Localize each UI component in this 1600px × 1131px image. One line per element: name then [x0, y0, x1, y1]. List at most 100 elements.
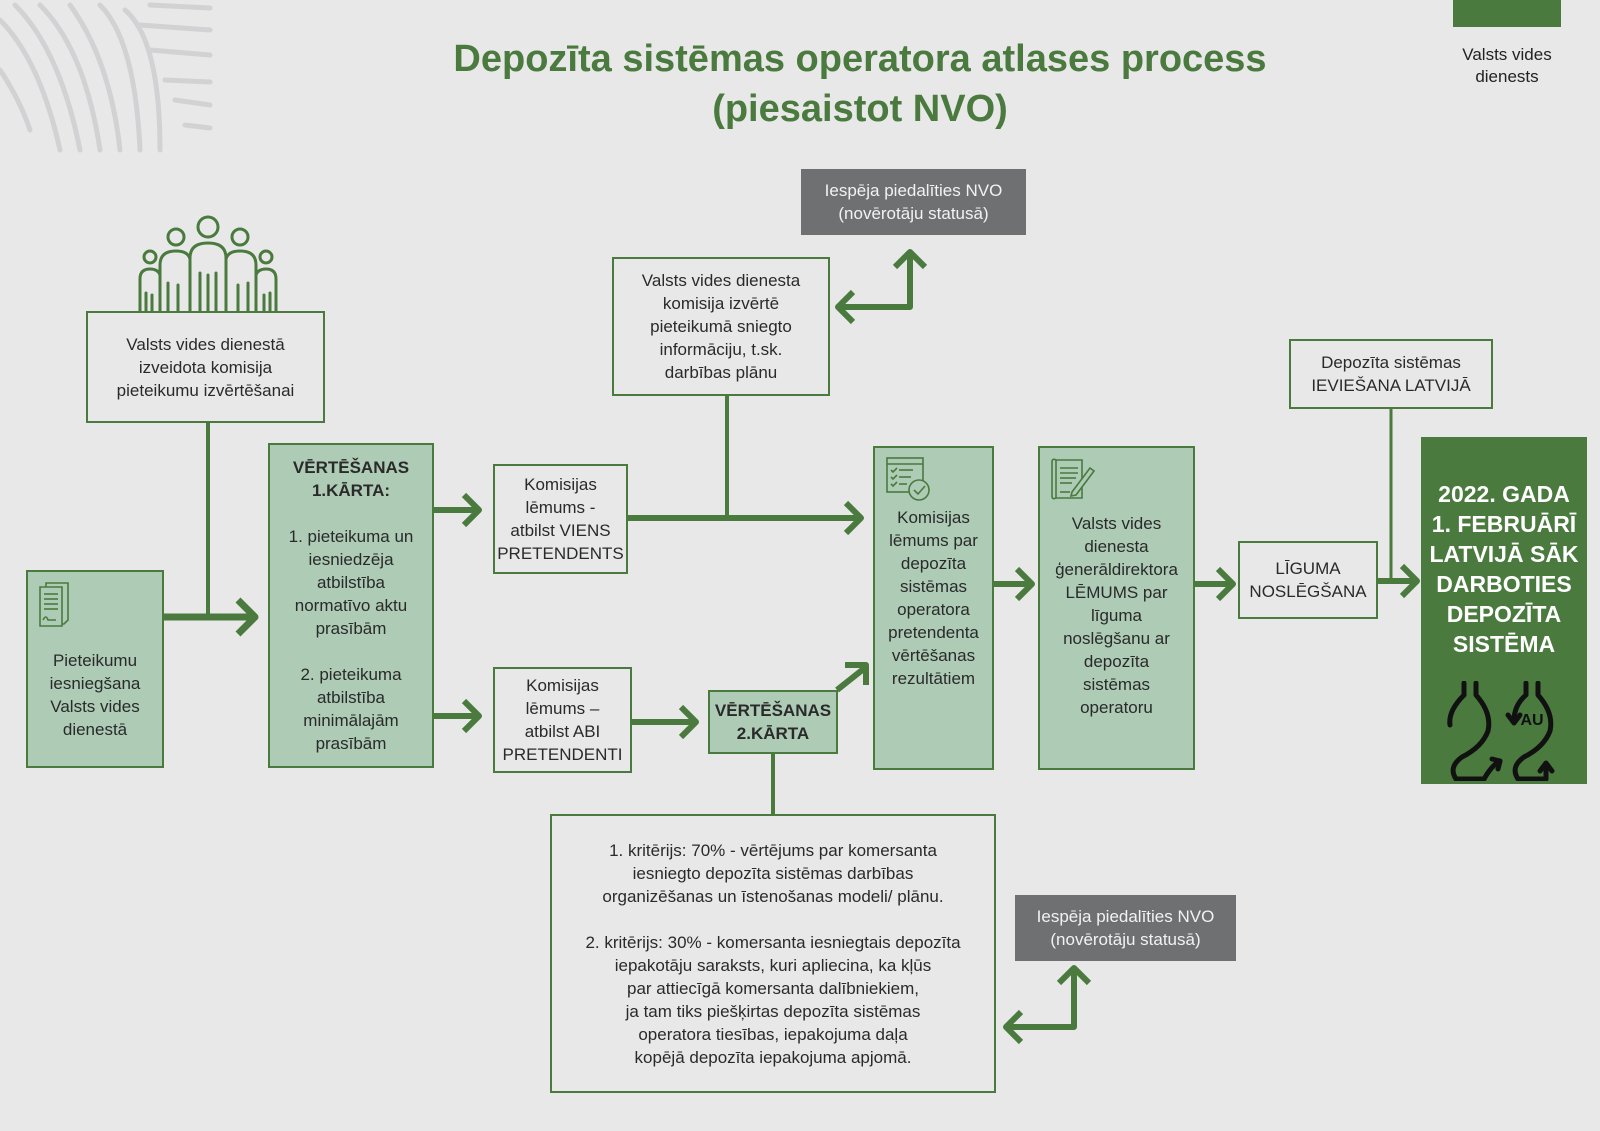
box-text: Pieteikumu: [52, 651, 138, 670]
box-text: noslēgšanu ar: [1063, 629, 1170, 648]
launch-box: 2022. GADA 1. FEBRUĀRĪ LATVIJĀ SĀK DARBO…: [1421, 437, 1587, 784]
arrowhead: [835, 289, 856, 325]
box-text: dienestā: [62, 720, 128, 739]
round2-heading: VĒRTĒŠANAS: [714, 701, 832, 720]
submission-box: Pieteikumu iesniegšana Valsts vides dien…: [26, 570, 164, 768]
contract-signing-icon: [1051, 458, 1096, 500]
people-group-icon: [138, 215, 278, 311]
arrowhead: [1215, 566, 1236, 602]
box-text: normatīvo aktu: [294, 596, 408, 615]
box-text: Valsts vides: [1071, 514, 1162, 533]
decision-one-box: Komisijas lēmums - atbilst VIENS PRETEND…: [493, 464, 628, 574]
bidirectional-arrow-ngo-bottom: [1006, 970, 1077, 1030]
box-text: PRETENDENTI: [502, 745, 623, 764]
box-text: atbilstība: [316, 688, 386, 707]
criterion-text: 1. kritērijs: 70% - vērtējums par komers…: [609, 840, 937, 860]
box-text: Valsts vides dienesta: [641, 271, 801, 290]
launch-text: LATVIJĀ SĀK: [1429, 541, 1579, 567]
arrowhead: [1399, 563, 1420, 599]
box-text: LĪGUMA: [1275, 559, 1341, 578]
box-text: Iespēja piedalīties NVO: [1036, 907, 1215, 926]
box-text: atbilst VIENS: [510, 521, 611, 540]
fingerprint-decoration: [0, 2, 213, 153]
launch-text: 2022. GADA: [1438, 481, 1570, 507]
criteria-box: 1. kritērijs: 70% - vērtējums par komers…: [550, 814, 996, 1093]
box-text: darbības plānu: [664, 363, 778, 382]
criterion-text: par attiecīgā komersanta dalībniekiem,: [627, 978, 919, 998]
arrowhead: [1003, 1009, 1024, 1045]
arrowhead: [845, 662, 869, 685]
au-label: AU: [1520, 712, 1543, 729]
criterion-text: iesniegto depozīta sistēmas darbības: [632, 863, 914, 883]
title-line: Depozīta sistēmas operatora atlases proc…: [453, 38, 1267, 80]
ngo-observer-box-bottom: Iespēja piedalīties NVO (novērotāju stat…: [1015, 895, 1236, 961]
implementation-box: Depozīta sistēmas IEVIEŠANA LATVIJĀ: [1289, 339, 1493, 409]
box-text: pretendenta: [888, 623, 979, 642]
arrowhead: [1014, 566, 1035, 602]
arrowhead: [235, 597, 259, 637]
box-text: pieteikumu izvērtēšanai: [116, 380, 295, 400]
criterion-text: operatora tiesības, iepakojuma daļa: [638, 1024, 908, 1044]
box-text: atbilstība: [316, 573, 386, 592]
box-text: dienesta: [1084, 537, 1149, 556]
documents-icon: [39, 582, 69, 627]
round2-heading: 2.KĀRTA: [736, 724, 810, 743]
box-text: komisija izvērtē: [662, 294, 780, 313]
arrowhead: [461, 492, 482, 528]
box-text: IEVIEŠANA LATVIJĀ: [1311, 376, 1471, 395]
connector-round2-decision: [835, 664, 868, 693]
page-title: Depozīta sistēmas operatora atlases proc…: [340, 34, 1380, 134]
box-text: lēmums –: [525, 699, 600, 718]
box-text: prasībām: [315, 619, 387, 638]
brand-logo-bar: [1453, 0, 1561, 27]
box-text: vērtēšanas: [891, 646, 976, 665]
decision-both-box: Komisijas lēmums – atbilst ABI PRETENDEN…: [493, 667, 632, 773]
launch-text: SISTĒMA: [1452, 631, 1556, 657]
brand-name: Valsts vides dienests: [1440, 44, 1574, 88]
arrowhead: [1056, 965, 1092, 986]
box-text: depozīta: [900, 554, 967, 573]
box-text: 1. pieteikuma un: [288, 527, 414, 546]
bidirectional-arrow-ngo-top: [838, 255, 913, 310]
box-text: Depozīta sistēmas: [1321, 353, 1461, 372]
box-text: izveidota komisija: [138, 357, 273, 377]
box-text: depozīta: [1083, 652, 1150, 671]
box-text: Komisijas: [524, 475, 597, 494]
launch-text: 1. FEBRUĀRĪ: [1431, 511, 1577, 537]
box-text: ģenerāldirektora: [1055, 560, 1178, 579]
arrowhead: [843, 500, 864, 536]
launch-text: DARBOTIES: [1436, 571, 1572, 597]
box-text: Iespēja piedalīties NVO: [824, 181, 1003, 200]
round1-heading: VĒRTĒŠANAS: [292, 458, 410, 477]
brand-name-line: Valsts vides: [1462, 45, 1552, 64]
box-text: lēmums -: [525, 498, 596, 517]
box-text: pieteikumā sniegto: [650, 317, 792, 336]
director-decision-box: Valsts vides dienesta ģenerāldirektora L…: [1038, 446, 1195, 770]
box-text: (novērotāju statusā): [1050, 930, 1201, 949]
box-text: minimālajām: [303, 711, 399, 730]
box-text: NOSLĒGŠANA: [1249, 582, 1367, 601]
brand-name-line: dienests: [1475, 67, 1539, 86]
round1-heading: 1.KĀRTA:: [311, 481, 391, 500]
criterion-text: kopējā depozīta iepakojuma apjomā.: [634, 1047, 912, 1067]
arrowhead: [892, 249, 928, 270]
commission-decision-box: Komisijas lēmums par depozīta sistēmas o…: [873, 446, 994, 770]
criterion-text: organizēšanas un īstenošanas modeli/ plā…: [602, 886, 944, 906]
box-text: rezultātiem: [891, 669, 976, 688]
bottle-return-icon: AU: [1447, 681, 1555, 781]
title-line: (piesaistot NVO): [712, 88, 1008, 130]
box-text: Valsts vides dienestā: [126, 334, 285, 354]
box-text: Komisijas: [897, 508, 970, 527]
box-text: operatoru: [1080, 698, 1153, 717]
box-text: iesniegšana: [49, 674, 141, 693]
checklist-icon: [886, 457, 930, 501]
arrowhead: [678, 704, 699, 740]
box-text: iesniedzēja: [308, 550, 394, 569]
box-text: sistēmas: [899, 577, 968, 596]
box-text: prasībām: [315, 734, 387, 753]
contract-box: LĪGUMA NOSLĒGŠANA: [1238, 541, 1378, 619]
box-text: līguma: [1090, 606, 1142, 625]
box-text: lēmums par: [889, 531, 978, 550]
arrowhead: [461, 698, 482, 734]
box-text: (novērotāju statusā): [838, 204, 989, 223]
